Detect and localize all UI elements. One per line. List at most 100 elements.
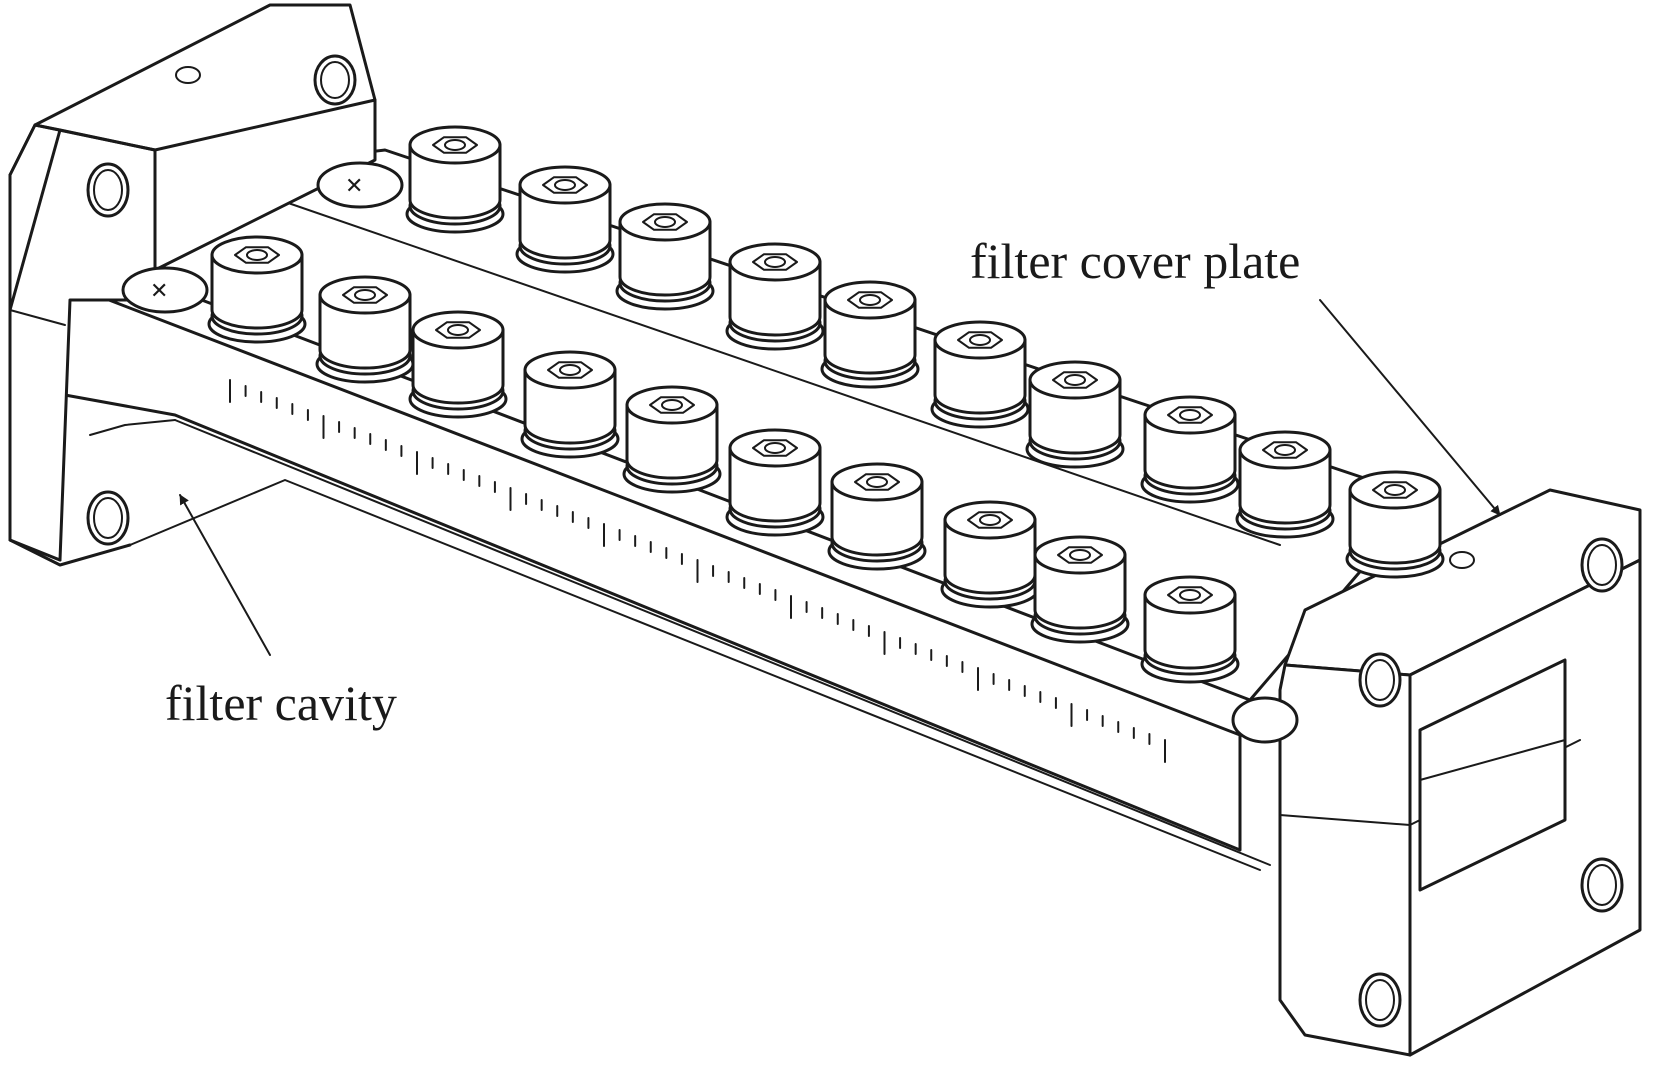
hex-socket-icon (642, 213, 688, 231)
hex-socket-icon (957, 331, 1003, 349)
hex-socket-inner (1179, 589, 1201, 601)
hex-socket-icon (342, 286, 388, 304)
screw-head (408, 125, 502, 165)
cross-head-icon: ✕ (150, 279, 168, 304)
tuning-screw (520, 350, 620, 459)
tuning-screw (515, 165, 615, 274)
hex-socket-icon (1262, 441, 1308, 459)
hex-socket-inner (979, 514, 1001, 526)
screw-head (518, 165, 612, 205)
hex-socket-inner (969, 334, 991, 346)
hex-socket-icon (1057, 546, 1103, 564)
waveguide-port (1418, 658, 1567, 892)
right-flange-hole-bottom-left-inner (1365, 979, 1395, 1021)
hex-socket-inner (1069, 549, 1091, 561)
screw-body (523, 368, 617, 445)
screw-body (933, 338, 1027, 415)
right-flange (1278, 488, 1642, 1057)
hex-socket-inner (859, 294, 881, 306)
tuning-screw (1140, 575, 1240, 684)
screw-head (943, 500, 1037, 540)
screw-body (210, 253, 304, 330)
right-flange-hole-bottom-right-inner (1587, 864, 1617, 906)
hex-socket-inner (764, 256, 786, 268)
tuning-screw (1030, 535, 1130, 644)
hex-socket-inner (1274, 444, 1296, 456)
cavity-lower-edge (174, 419, 1271, 866)
hex-socket-inner (559, 364, 581, 376)
flat-screws: ✕ ✕ (121, 161, 1299, 744)
tuning-screw (207, 235, 307, 344)
screw-body (411, 328, 505, 405)
screw-head (523, 350, 617, 390)
scale-ticks (229, 379, 1166, 763)
screw-head (1348, 470, 1442, 510)
hex-socket-icon (1052, 371, 1098, 389)
tuning-screw (930, 320, 1030, 429)
hex-socket-inner (654, 216, 676, 228)
cavity-leader-arrow (179, 494, 271, 656)
hex-socket-icon (542, 176, 588, 194)
cavity-bottom-line (129, 479, 1261, 871)
screw-head (933, 320, 1027, 360)
left-flange (8, 3, 377, 567)
tuning-screw (315, 275, 415, 384)
screw-body (1028, 378, 1122, 455)
tuning-screw (725, 242, 825, 351)
tuning-screw (1345, 470, 1445, 579)
hex-socket-icon (1167, 406, 1213, 424)
screw-head (1238, 430, 1332, 470)
cross-head-icon: ✕ (345, 174, 363, 199)
screw-body (1143, 413, 1237, 490)
hex-socket-inner (444, 139, 466, 151)
cover-plate-leader-arrow (1319, 299, 1501, 516)
left-flange-split (9, 309, 66, 326)
right-flange-hole-top-inner (1587, 544, 1617, 586)
right-flange-pin-hole (1449, 551, 1475, 569)
hex-socket-icon (752, 253, 798, 271)
left-flange-hole-top-right-inner (320, 61, 350, 99)
left-flange-outline (33, 98, 377, 152)
screw-body (518, 183, 612, 260)
screw-body (408, 143, 502, 220)
hex-socket-inner (447, 324, 469, 336)
screw-head (823, 280, 917, 320)
screw-body (830, 480, 924, 557)
screw-head (1143, 575, 1237, 615)
screw-body (943, 518, 1037, 595)
waveguide-port-inner (1419, 739, 1566, 781)
tuning-screw (405, 125, 505, 234)
screw-head (318, 275, 412, 315)
tuning-screw (820, 280, 920, 389)
screw-head (1028, 360, 1122, 400)
screw-head (1143, 395, 1237, 435)
screw-body (318, 293, 412, 370)
hex-socket-icon (847, 291, 893, 309)
tuning-screw (1025, 360, 1125, 469)
hex-socket-inner (246, 249, 268, 261)
left-flange-edge (8, 173, 132, 567)
left-flange-hole-mid-inner (93, 169, 123, 211)
screw-body (625, 403, 719, 480)
screw-body (1238, 448, 1332, 525)
screw-head (210, 235, 304, 275)
screw-body (1143, 593, 1237, 670)
hex-socket-inner (866, 476, 888, 488)
screw-body (728, 446, 822, 523)
screw-head (618, 202, 712, 242)
cavity-label: filter cavity (165, 675, 397, 731)
hex-socket-icon (234, 246, 280, 264)
flat-screw-back (316, 161, 404, 209)
screw-body (1348, 488, 1442, 565)
hex-socket-inner (764, 442, 786, 454)
flat-screw-right (1231, 696, 1299, 744)
cover-plate-label: filter cover plate (970, 233, 1300, 289)
hex-socket-icon (752, 439, 798, 457)
hex-socket-icon (854, 473, 900, 491)
screw-head (728, 242, 822, 282)
tuning-screw (615, 202, 715, 311)
hex-socket-inner (1064, 374, 1086, 386)
hex-socket-icon (547, 361, 593, 379)
tuning-screw (940, 500, 1040, 609)
tuning-screw (622, 385, 722, 494)
